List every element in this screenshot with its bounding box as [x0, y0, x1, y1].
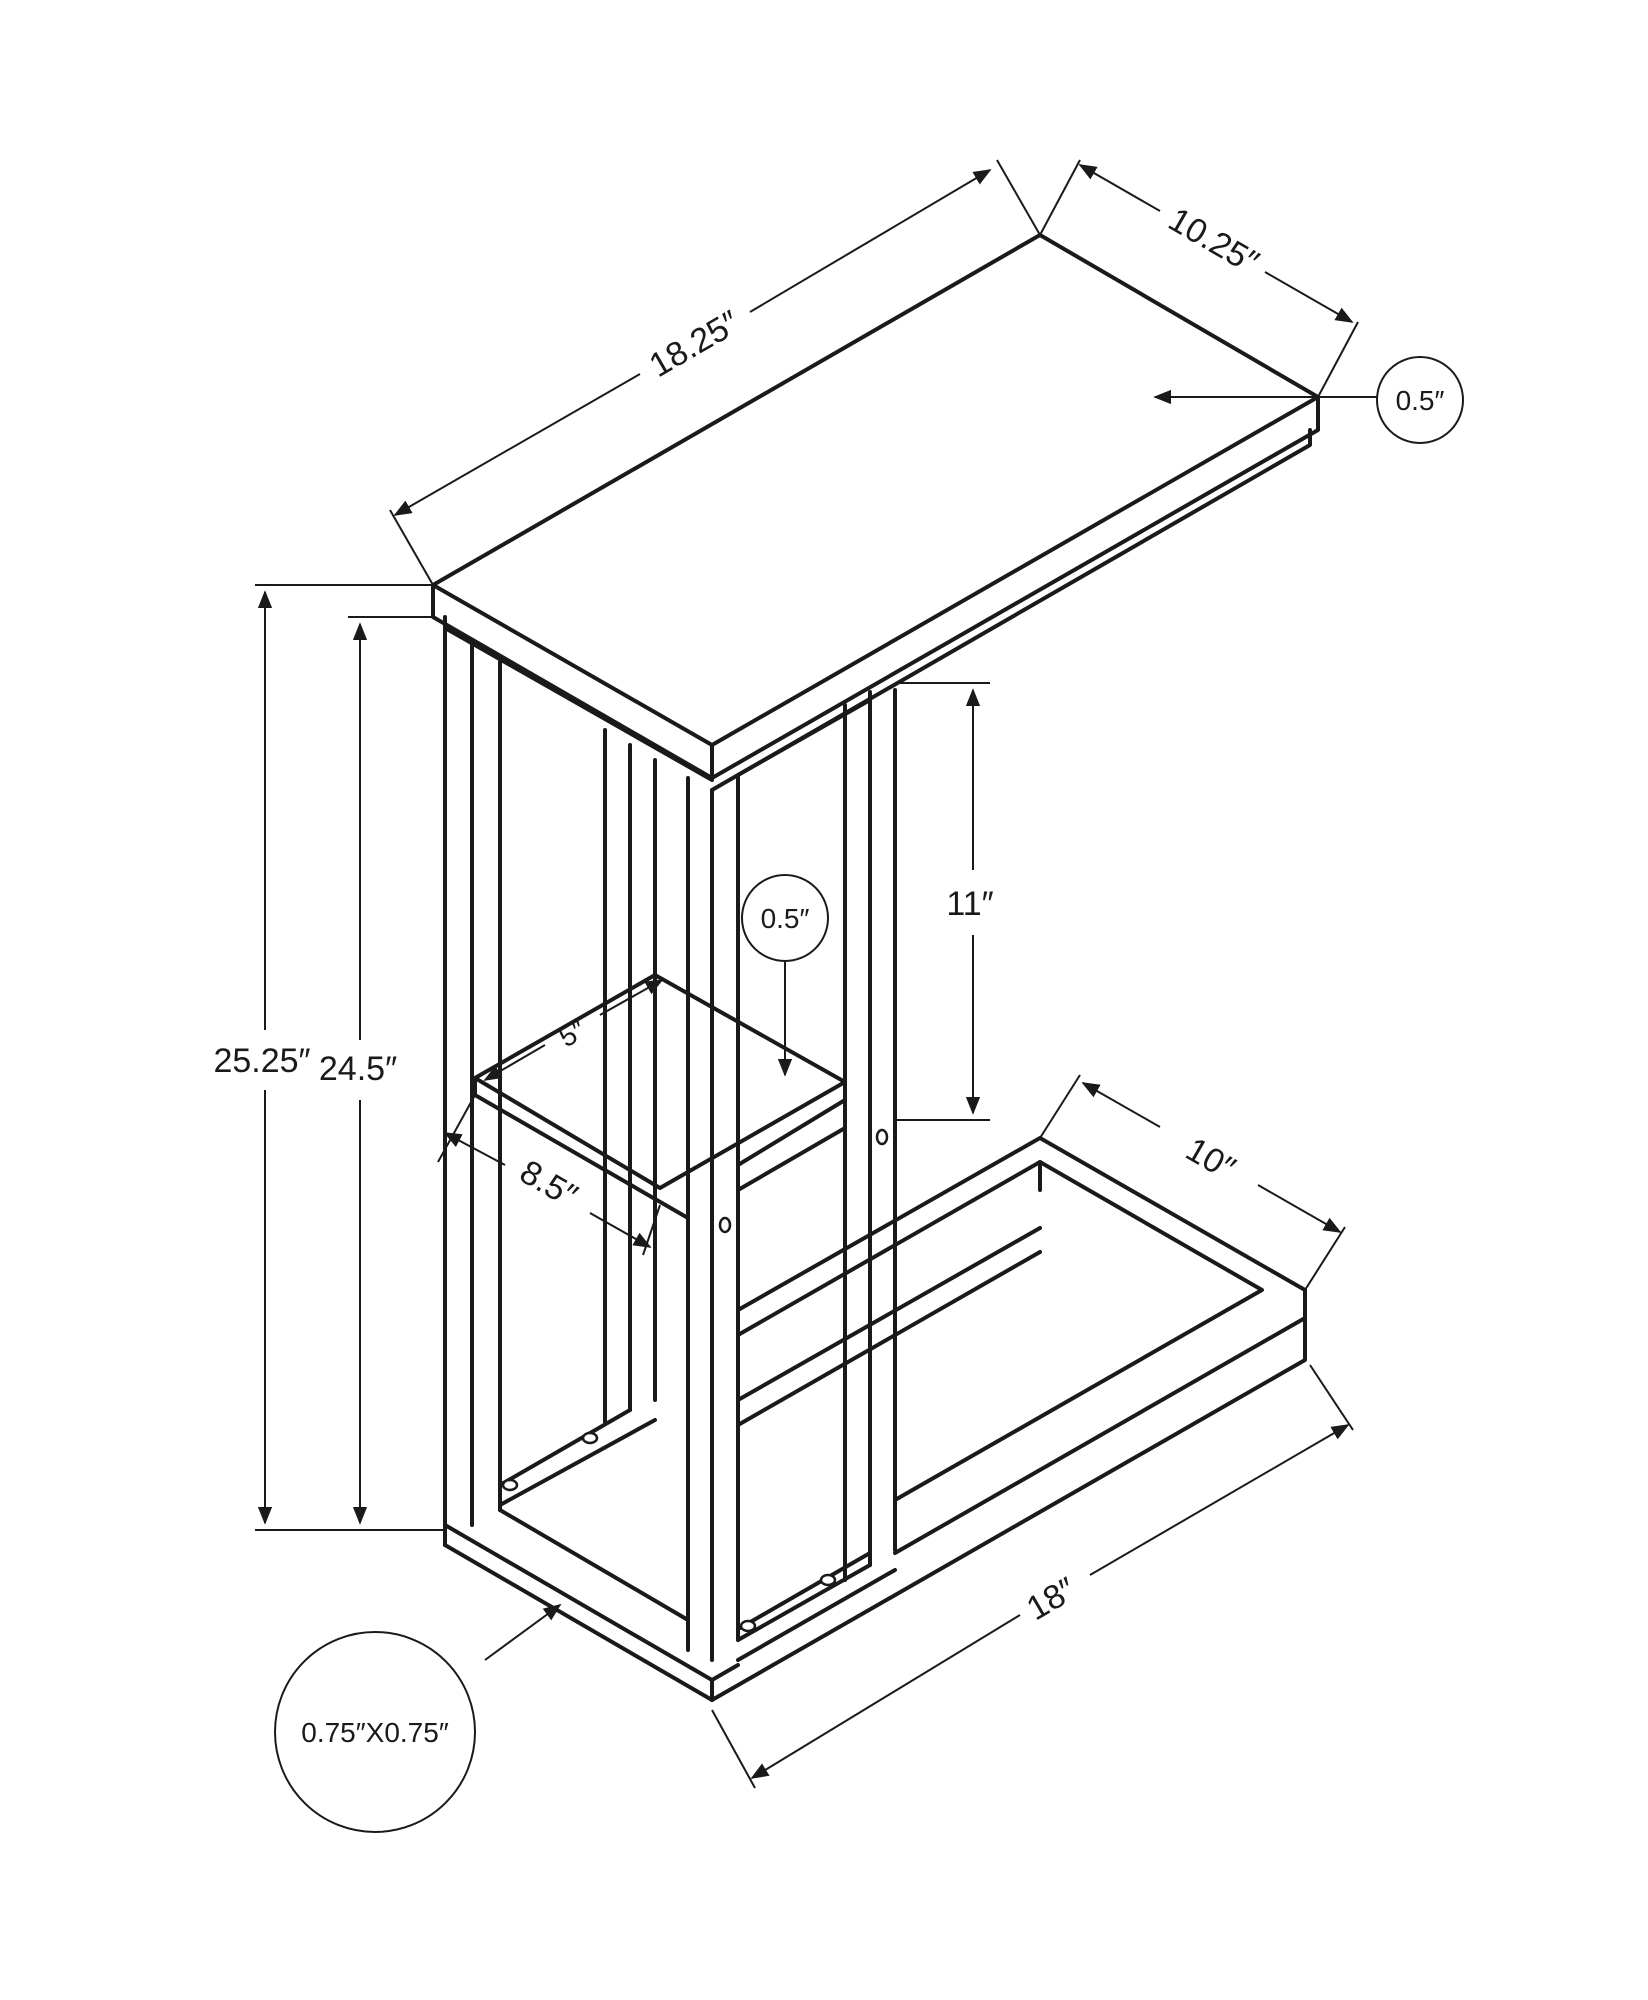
dim-overall-height: 25.25″	[213, 584, 445, 1531]
frame-height-label: 24.5″	[319, 1050, 397, 1088]
dim-top-length: 18.25″	[389, 159, 1041, 586]
dim-top-depth: 10.25″	[1039, 159, 1359, 398]
top-thickness-label: 0.5″	[1396, 385, 1445, 416]
left-frame	[443, 626, 740, 1702]
dim-base-depth: 10″	[1039, 1074, 1346, 1291]
dim-shelf-depth: 5″	[483, 979, 664, 1081]
base-frame	[710, 1136, 1307, 1702]
overall-height-label: 25.25″	[213, 1042, 310, 1080]
dim-frame-height: 24.5″	[319, 616, 433, 1525]
table-top	[431, 233, 1320, 792]
bolt-holes	[501, 1128, 889, 1633]
shelf-depth-label: 5″	[553, 1014, 591, 1054]
clearance-height-label: 11″	[946, 885, 993, 923]
top-length-label: 18.25″	[643, 303, 746, 384]
callout-shelf-thickness: 0.5″	[741, 874, 829, 1077]
callout-tube-size: 0.75″X0.75″	[274, 1603, 562, 1833]
shelf-width-label: 8.5″	[513, 1153, 583, 1216]
base-depth-label: 10″	[1179, 1130, 1241, 1188]
shelf-thickness-label: 0.5″	[761, 903, 810, 934]
top-depth-label: 10.25″	[1162, 200, 1265, 281]
base-length-label: 18″	[1020, 1570, 1082, 1628]
tube-size-label: 0.75″X0.75″	[301, 1717, 449, 1748]
dim-base-length: 18″	[711, 1364, 1354, 1789]
callout-top-thickness: 0.5″	[1153, 356, 1464, 444]
dim-clearance-height: 11″	[895, 682, 994, 1121]
